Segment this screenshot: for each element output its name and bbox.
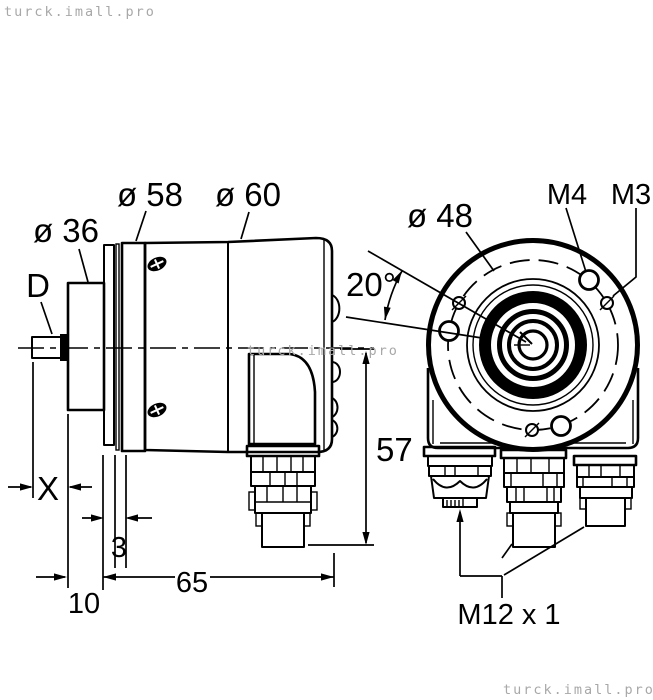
label-3: 3: [111, 532, 127, 564]
leader-m4: [565, 207, 587, 273]
leader-d60: [240, 211, 250, 240]
label-10: 10: [68, 588, 100, 620]
dimension-x: [8, 362, 92, 588]
dimension-3: [82, 455, 152, 568]
m12-connector-right: [572, 454, 638, 527]
m4-hole: [438, 320, 460, 342]
clamp-ring: [479, 291, 587, 399]
leader-d48: [465, 231, 495, 272]
body-circle: [426, 238, 640, 452]
collar-screw-bottom: [147, 402, 167, 418]
m12-connector-middle: [499, 448, 568, 548]
shaft: [31, 334, 68, 361]
clamp-plates: [103, 241, 147, 453]
side-view: ø 58 ø 60 ø 36 D X 3 10 65 57: [8, 176, 413, 620]
label-d48: ø 48: [407, 197, 473, 234]
label-x: X: [37, 470, 59, 507]
watermark-top-left: turck.imall.pro: [4, 4, 156, 20]
dimension-57: [308, 348, 374, 546]
front-view: ø 48 M4 M3 20° M12 x 1: [345, 179, 651, 631]
label-shaft-d: D: [26, 267, 50, 304]
flange: [66, 281, 106, 412]
m4-hole: [550, 415, 572, 437]
dimension-20deg: [345, 250, 527, 343]
side-connector: [245, 352, 321, 548]
leader-d58: [135, 210, 147, 242]
rear-bump: [331, 294, 341, 323]
label-m12x1: M12 x 1: [457, 599, 560, 631]
m4-hole: [578, 269, 600, 291]
label-d36: ø 36: [33, 212, 99, 249]
rear-bump: [331, 361, 341, 383]
label-m4: M4: [547, 179, 587, 211]
dimension-10-65: [36, 455, 335, 590]
leader-m3: [612, 208, 637, 297]
watermark-bottom-right: turck.imall.pro: [503, 682, 653, 698]
collar-screw-top: [147, 256, 167, 272]
rear-bump: [331, 397, 339, 418]
label-d58: ø 58: [117, 176, 183, 213]
spigot-circle: [466, 278, 600, 412]
label-d60: ø 60: [215, 176, 281, 213]
leader-shaft-d: [40, 301, 53, 335]
encoder-face: [426, 238, 640, 452]
label-57: 57: [376, 431, 413, 468]
label-65: 65: [176, 567, 208, 599]
rear-bump: [331, 419, 339, 438]
shaft-slash: [519, 331, 533, 345]
label-20deg: 20°: [346, 266, 396, 303]
leader-m12: [456, 509, 585, 598]
cable-gland: [422, 445, 497, 508]
leader-d36: [78, 248, 89, 283]
watermark-center: turck.imall.pro: [247, 343, 399, 359]
label-m3: M3: [611, 179, 651, 211]
